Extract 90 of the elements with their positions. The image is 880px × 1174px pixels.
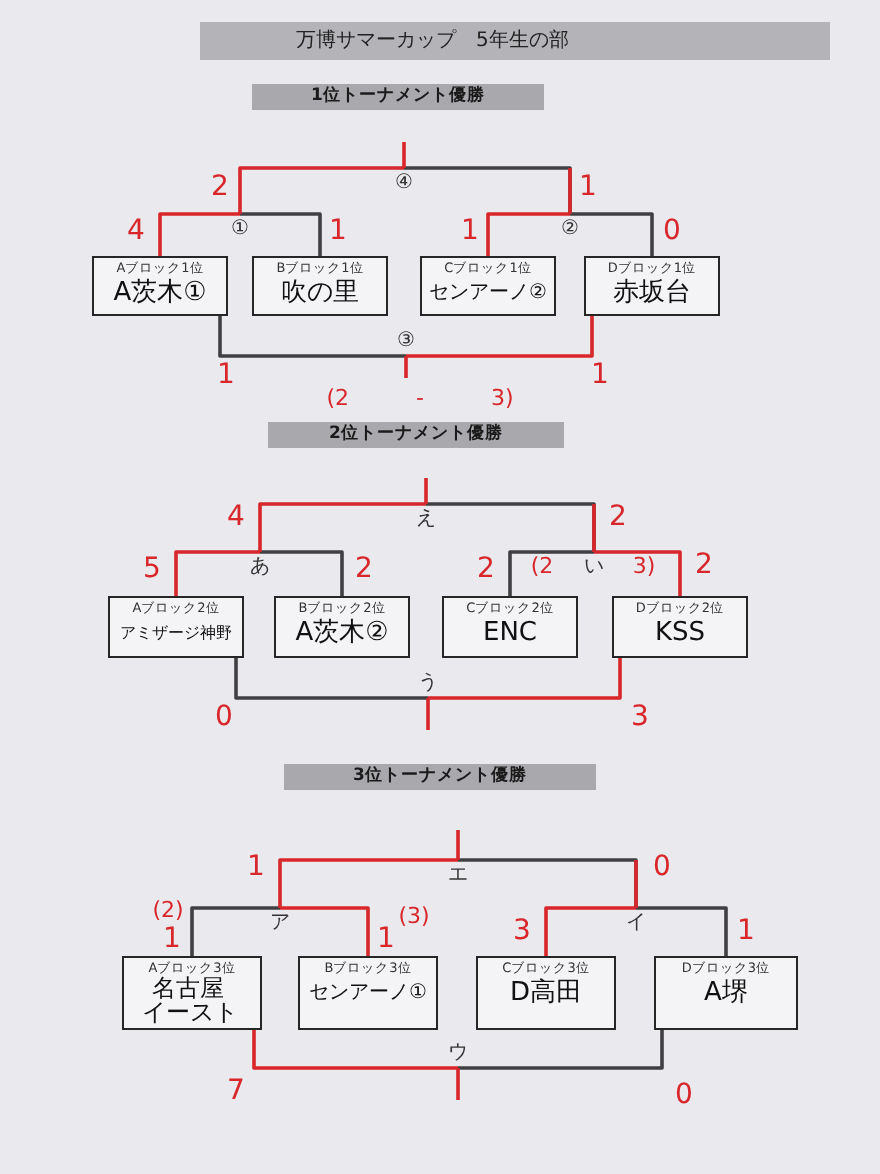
- score-label: 2: [211, 173, 229, 203]
- team-box: [442, 596, 578, 658]
- team-name: 名古屋イースト: [142, 976, 240, 1024]
- team-name: ENC: [482, 616, 537, 650]
- score-label: 1: [591, 361, 609, 391]
- team-name: センアーノ②: [429, 280, 547, 308]
- score-label: 2: [695, 551, 713, 581]
- team-box: [654, 956, 798, 1030]
- match-label: ①: [226, 214, 254, 240]
- match-label: ア: [266, 908, 294, 934]
- match-label: エ: [444, 860, 472, 886]
- match-label: ②: [556, 214, 584, 240]
- team-box: [476, 956, 616, 1030]
- section-heading: 2位トーナメント優勝: [268, 422, 564, 448]
- bracket-line: [240, 212, 322, 256]
- score-label: 0: [675, 1081, 693, 1111]
- bracket-line: [190, 906, 280, 956]
- team-box: [612, 596, 748, 658]
- bracket-line: [636, 906, 728, 956]
- team-box: [108, 596, 244, 658]
- score-label: 0: [653, 853, 671, 883]
- score-label: 5: [143, 555, 161, 585]
- penalty-score: (3): [398, 903, 430, 929]
- score-label: 2: [355, 555, 373, 585]
- score-label: 1: [217, 361, 235, 391]
- team-box: [122, 956, 262, 1030]
- bracket-line: [458, 1030, 664, 1070]
- score-label: 3: [513, 917, 531, 947]
- title-banner: 万博サマーカップ 5年生の部: [200, 22, 830, 60]
- team-name: A茨木①: [113, 276, 207, 310]
- score-label: 1: [163, 925, 181, 955]
- bracket-line: [544, 906, 636, 956]
- bracket-line: [158, 212, 240, 256]
- penalty-score: (2): [152, 897, 184, 923]
- team-name: A堺: [704, 976, 748, 1010]
- bracket-line: [218, 316, 406, 358]
- match-label: ④: [390, 168, 418, 194]
- score-label: 2: [609, 503, 627, 533]
- team-name: 吹の里: [281, 276, 359, 310]
- match-label: え: [412, 504, 440, 530]
- score-label: 1: [737, 917, 755, 947]
- bracket-line: [280, 906, 370, 956]
- team-name: KSS: [654, 616, 706, 650]
- score-label: 4: [227, 503, 245, 533]
- score-label: 1: [461, 217, 479, 247]
- match-label: ウ: [444, 1042, 472, 1068]
- match-label: う: [414, 672, 442, 698]
- team-name: D高田: [509, 976, 582, 1010]
- bracket-line: [428, 658, 622, 700]
- bracket-line: [278, 858, 458, 908]
- penalty-score: (2 - 3): [326, 385, 514, 411]
- bracket-line: [258, 502, 426, 552]
- score-label: 1: [329, 217, 347, 247]
- bracket-line: [406, 316, 594, 358]
- match-label: ③: [392, 330, 420, 356]
- match-label: イ: [622, 908, 650, 934]
- team-box: [92, 256, 228, 316]
- match-label: あ: [246, 552, 274, 578]
- score-label: 1: [247, 853, 265, 883]
- score-label: 4: [127, 217, 145, 247]
- bracket-line: [486, 212, 570, 256]
- bracket-line: [570, 212, 654, 256]
- bracket-line: [260, 550, 344, 596]
- score-label: 2: [477, 555, 495, 585]
- bracket-line: [238, 166, 404, 214]
- penalty-score: 3): [632, 553, 656, 579]
- score-label: 1: [377, 925, 395, 955]
- score-label: 3: [631, 703, 649, 733]
- team-box: [274, 596, 410, 658]
- bracket-line: [508, 550, 594, 596]
- section-heading: 3位トーナメント優勝: [284, 764, 596, 790]
- team-name: アミザージ神野: [120, 622, 232, 646]
- score-label: 0: [663, 217, 681, 247]
- bracket-line: [174, 550, 260, 596]
- bracket-line: [594, 550, 682, 596]
- team-name: A茨木②: [295, 616, 389, 650]
- team-name: 赤坂台: [613, 276, 691, 310]
- team-name: センアーノ①: [309, 980, 427, 1008]
- score-label: 0: [215, 703, 233, 733]
- score-label: 7: [227, 1077, 245, 1107]
- penalty-score: (2: [530, 553, 554, 579]
- match-label: い: [580, 552, 608, 578]
- team-box: [298, 956, 438, 1030]
- bracket-line: [234, 658, 428, 700]
- team-box: [584, 256, 720, 316]
- team-box: [420, 256, 556, 316]
- bracket-line: [252, 1030, 458, 1070]
- team-box: [252, 256, 388, 316]
- section-heading: 1位トーナメント優勝: [252, 84, 544, 110]
- score-label: 1: [579, 173, 597, 203]
